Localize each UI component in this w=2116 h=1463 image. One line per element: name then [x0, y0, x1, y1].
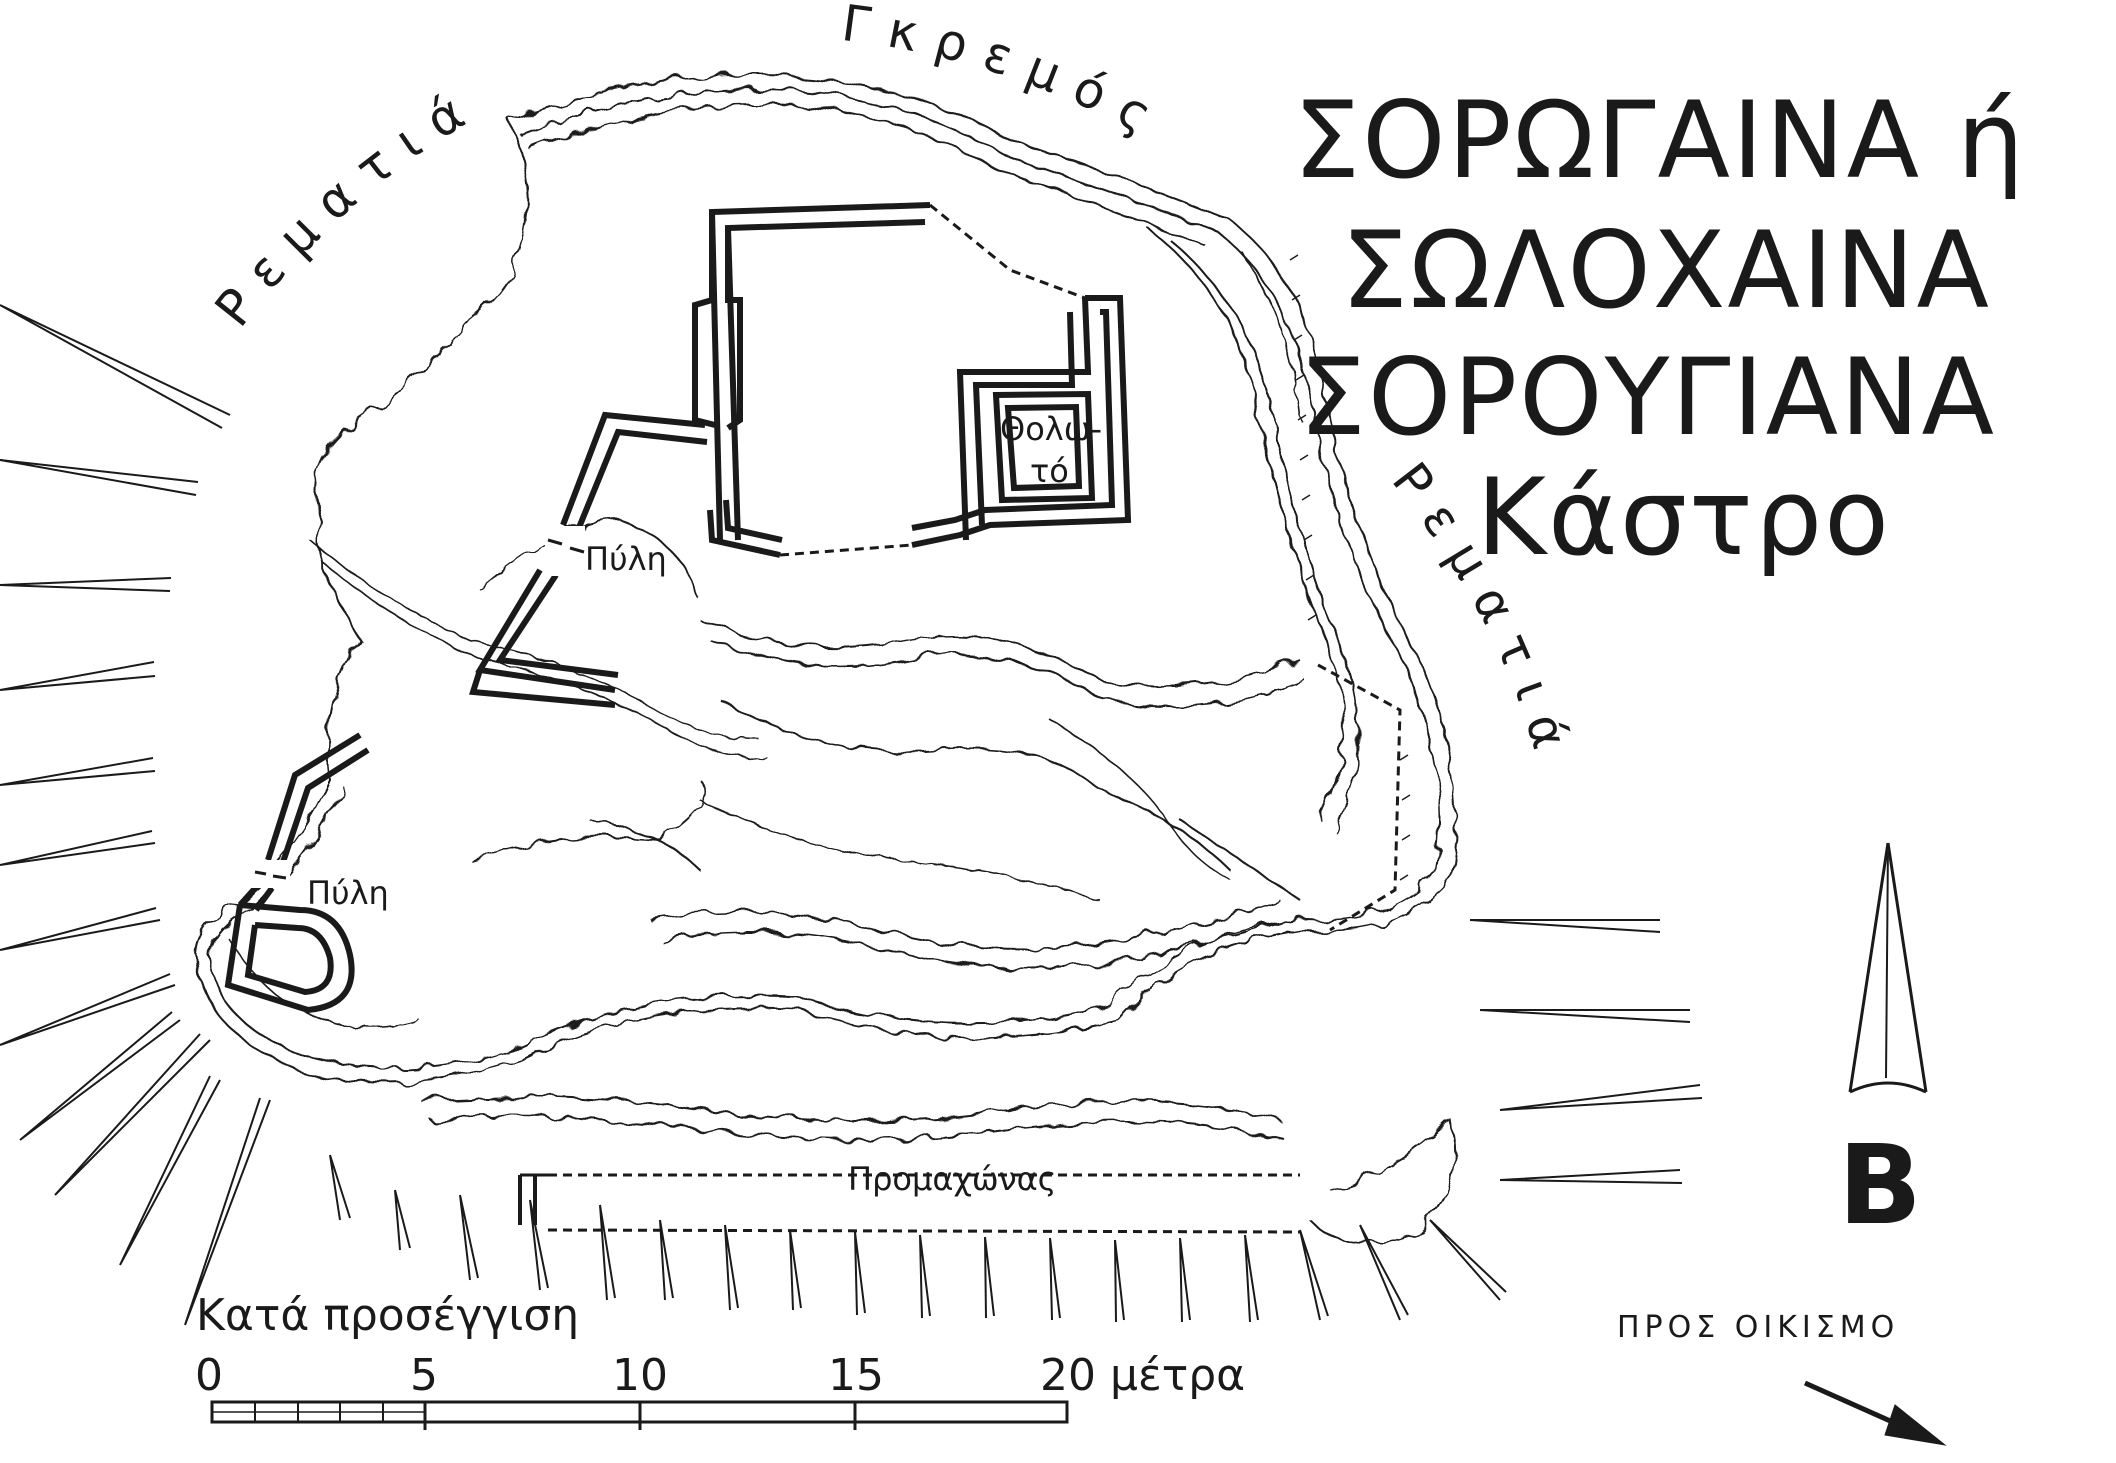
terrain-outlines-inner	[229, 249, 1301, 1029]
title-line-2: ΣΩΛΟΧΑΙΝΑ	[1340, 209, 1991, 332]
inferred-walls	[547, 203, 1402, 1234]
slope-hatching	[0, 304, 1703, 1326]
scale-tick-10: 10	[612, 1350, 668, 1401]
scale-end-label: 20 μέτρα	[1040, 1350, 1246, 1401]
north-arrow	[1848, 842, 1928, 1094]
vaulted-room-label-1: Θολω-	[1000, 410, 1103, 448]
title-line-3: ΣΟΡΟΥΓΙΑΝΑ	[1298, 336, 1996, 459]
terrain-outlines	[194, 73, 1457, 1244]
ravine-label-left: Ρεματιά	[204, 74, 490, 337]
title-line-1: ΣΟΡΩΓΑΙΝΑ ή	[1293, 79, 2026, 202]
north-letter: Β	[1838, 1121, 1922, 1249]
scale-caption: Κατά προσέγγιση	[196, 1290, 580, 1341]
gate-label-upper: Πύλη	[585, 540, 667, 578]
direction-arrow	[1803, 1380, 1947, 1446]
scale-tick-5: 5	[410, 1350, 438, 1401]
direction-label: ΠΡΟΣ ΟΙΚΙΣΜΟ	[1617, 1310, 1900, 1345]
gate-label-lower: Πύλη	[307, 874, 389, 912]
scale-bar	[210, 1400, 1069, 1430]
wall-hatch-right	[1289, 254, 1411, 881]
vaulted-room-label-2: τό	[1030, 452, 1069, 490]
scale-tick-0: 0	[195, 1350, 223, 1401]
title-line-4: Κάστρο	[1476, 456, 1891, 579]
castle-walls	[224, 202, 1132, 1225]
bastion-label: Προμαχώνας	[848, 1160, 1057, 1198]
cliff-label: Γκρεμός	[838, 0, 1176, 153]
scale-tick-15: 15	[828, 1350, 884, 1401]
gate-marks	[254, 538, 585, 880]
